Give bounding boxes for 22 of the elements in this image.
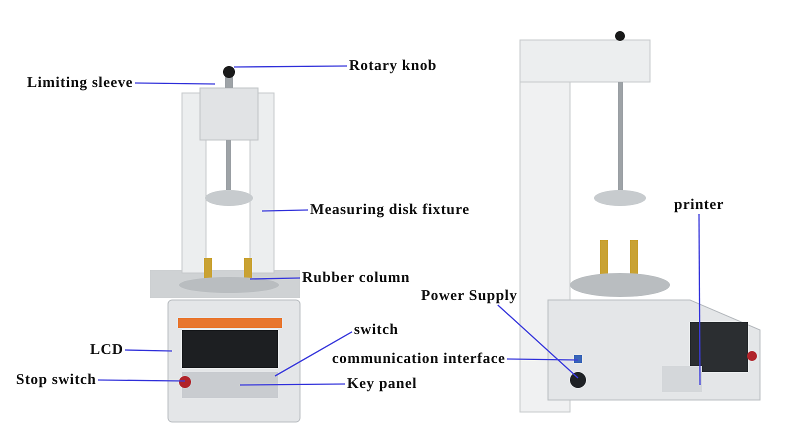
leader-line (497, 304, 578, 378)
part-label: Rotary knob (349, 57, 437, 75)
part-label: Key panel (347, 375, 417, 393)
leader-line (274, 331, 352, 377)
part-label: Rubber column (302, 269, 410, 287)
part-label: Power Supply (421, 287, 518, 305)
leader-line (234, 65, 347, 68)
leader-line (250, 277, 300, 280)
leader-line (135, 82, 215, 85)
part-label: Stop switch (16, 371, 96, 389)
leader-line (124, 349, 172, 352)
part-label: communication interface (332, 350, 506, 368)
leader-line (98, 379, 185, 382)
leader-line (507, 358, 578, 361)
part-label: printer (674, 196, 724, 214)
part-label: Limiting sleeve (27, 74, 134, 92)
leader-line (262, 209, 308, 212)
leader-line (698, 214, 701, 385)
part-label: switch (354, 321, 398, 339)
leader-line (240, 383, 345, 386)
part-label: LCD (90, 341, 124, 359)
part-label: Measuring disk fixture (310, 201, 470, 219)
